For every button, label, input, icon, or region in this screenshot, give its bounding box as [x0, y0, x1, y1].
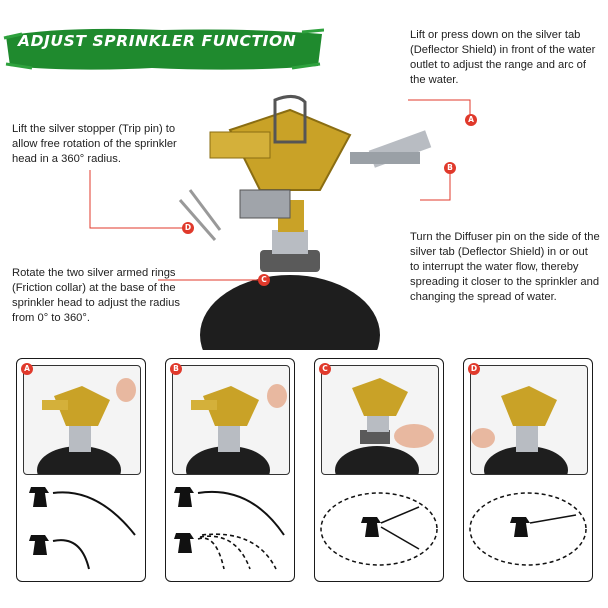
panel-c-marker: C: [319, 363, 331, 375]
panel-d-marker: D: [468, 363, 480, 375]
marker-d: D: [182, 222, 194, 234]
marker-b: B: [444, 162, 456, 174]
panel-c-diagram: [320, 492, 438, 566]
diffuser-note: Turn the Diffuser pin on the side of the…: [410, 231, 600, 303]
trip-pin-note: Lift the silver stopper (Trip pin) to al…: [12, 123, 177, 165]
sprinkler-illustration: [178, 95, 432, 350]
friction-collar-note: Rotate the two silver armed rings (Frict…: [12, 267, 180, 324]
panel-b-photo: [172, 365, 290, 475]
panel-d: D: [463, 358, 593, 582]
panel-d-photo: [470, 365, 588, 475]
deflector-note: Lift or press down on the silver tab (De…: [410, 29, 596, 86]
panel-d-diagram: [469, 492, 587, 566]
panel-b: B: [165, 358, 295, 582]
title-banner: [3, 28, 324, 70]
banner-title: ADJUST SPRINKLER FUNCTION: [18, 32, 297, 50]
marker-c: C: [258, 274, 270, 286]
panel-c: C: [314, 358, 444, 582]
panel-a-photo: [23, 365, 141, 475]
panel-c-photo: [321, 365, 439, 475]
panel-b-marker: B: [170, 363, 182, 375]
panel-a-diagram: [29, 487, 136, 570]
marker-a: A: [465, 114, 477, 126]
panel-a: A: [16, 358, 146, 582]
panel-b-diagram: [174, 487, 285, 570]
panel-a-marker: A: [21, 363, 33, 375]
